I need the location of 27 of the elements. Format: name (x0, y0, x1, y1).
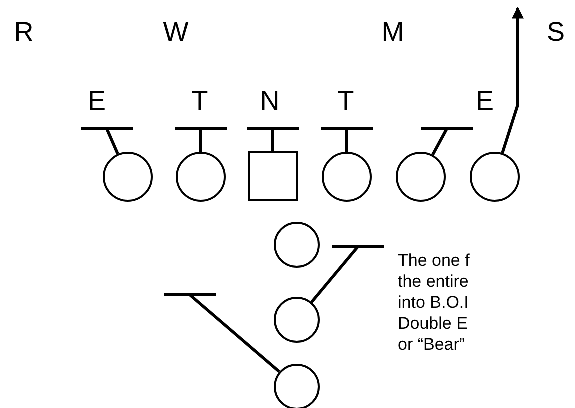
block-line (320, 128, 374, 152)
center-square (248, 151, 298, 201)
position-letter: N (260, 88, 280, 115)
player-circle (274, 222, 320, 268)
block-line (162, 294, 281, 374)
route-arrow (501, 6, 524, 154)
position-letter: R (14, 19, 34, 46)
position-letter: T (192, 88, 208, 115)
player-circle (176, 152, 226, 202)
block-line (420, 128, 474, 156)
position-letter: S (547, 19, 565, 46)
block-line (310, 246, 386, 304)
position-letter: E (476, 88, 494, 115)
block-line (80, 128, 134, 155)
position-letter: W (163, 19, 189, 46)
block-line (174, 128, 228, 152)
block-line (246, 128, 300, 151)
player-circle (396, 152, 446, 202)
position-letter: M (382, 19, 404, 46)
player-circle (103, 152, 153, 202)
player-circle (470, 152, 520, 202)
player-circle (322, 152, 372, 202)
player-circle (274, 297, 320, 343)
note-text: The one f the entire into B.O.I Double E or “Bear” (398, 250, 471, 355)
position-letter: T (338, 88, 354, 115)
position-letter: E (88, 88, 106, 115)
player-circle (274, 364, 320, 408)
